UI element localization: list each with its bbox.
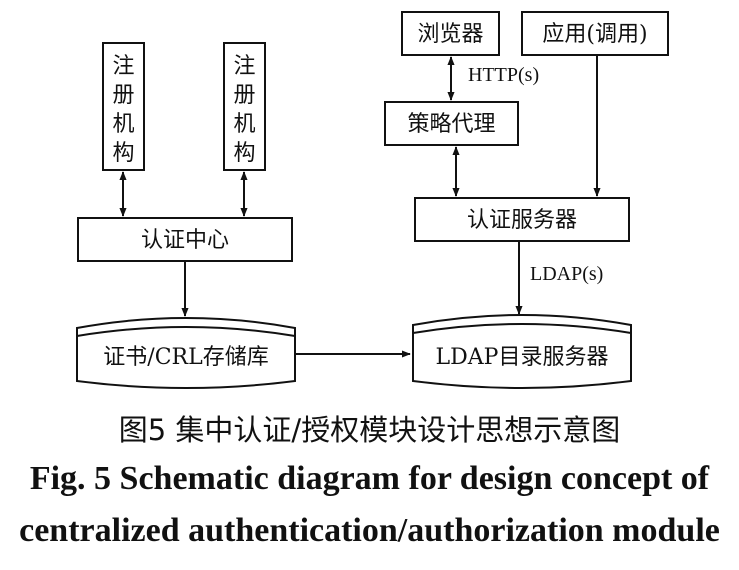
ldap-label: LDAP(s) (530, 263, 603, 285)
cert-store-shape: 证书/CRL存储库 (76, 317, 296, 389)
caption-chinese: 图5 集中认证/授权模块设计思想示意图 (118, 413, 621, 447)
registry-box-2: 注册机构 (223, 42, 266, 171)
application-box: 应用(调用) (521, 11, 669, 56)
auth-center-box: 认证中心 (77, 217, 293, 262)
application-label: 应用(调用) (542, 22, 647, 47)
auth-server-label: 认证服务器 (467, 208, 577, 233)
registry-label-1: 注册机构 (112, 54, 134, 166)
browser-label: 浏览器 (417, 22, 483, 47)
policy-proxy-label: 策略代理 (407, 112, 495, 137)
ldap-server-shape: LDAP目录服务器 (412, 314, 632, 389)
browser-box: 浏览器 (401, 11, 500, 56)
auth-server-box: 认证服务器 (414, 197, 630, 242)
diagram: 注册机构 注册机构 认证中心 证书/CRL存储库 浏览器 应用(调用) HTTP… (76, 11, 669, 389)
caption-english-line2: centralized authentication/authorization… (19, 512, 720, 549)
auth-center-label: 认证中心 (141, 228, 229, 253)
registry-box-1: 注册机构 (102, 42, 145, 171)
cert-store-label: 证书/CRL存储库 (103, 345, 268, 370)
ldap-server-label: LDAP目录服务器 (436, 345, 609, 370)
policy-proxy-box: 策略代理 (384, 101, 519, 146)
http-label: HTTP(s) (468, 64, 539, 86)
caption-english-line1: Fig. 5 Schematic diagram for design conc… (29, 460, 710, 497)
registry-label-2: 注册机构 (233, 54, 255, 166)
